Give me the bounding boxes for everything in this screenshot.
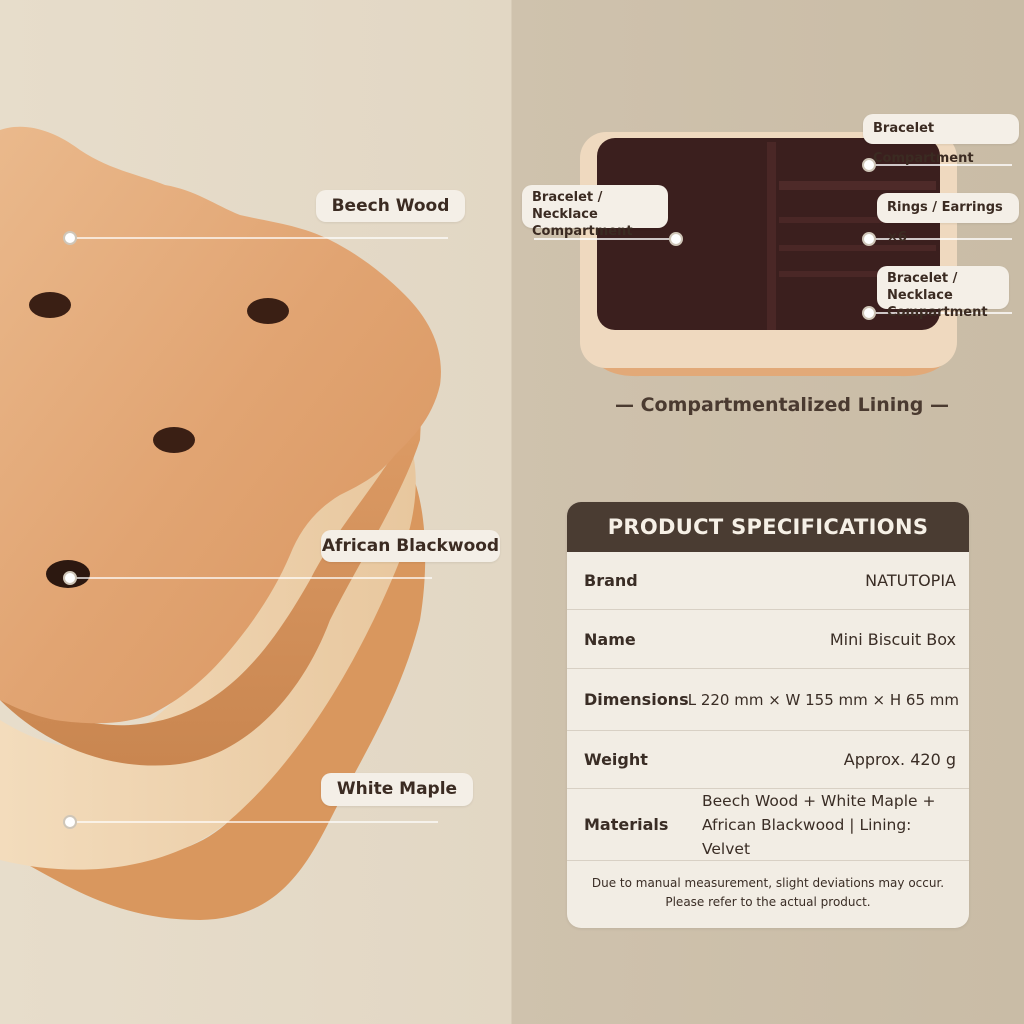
hole-2: [247, 298, 289, 324]
label-bracelet-necklace-right: Bracelet / Necklace Compartment: [877, 266, 1009, 320]
spec-card: PRODUCT SPECIFICATIONS Brand NATUTOPIA N…: [567, 502, 969, 928]
spec-label: Brand: [584, 571, 638, 590]
hole-1: [29, 292, 71, 318]
label-beech-wood: Beech Wood: [316, 190, 465, 222]
biscuit-box-illustration: [0, 126, 441, 920]
spec-row-weight: Weight Approx. 420 g: [567, 731, 969, 789]
spec-value: L 220 mm × W 155 mm × H 65 mm: [687, 690, 959, 709]
spec-row-materials: Materials Beech Wood + White Maple + Afr…: [567, 789, 969, 861]
maple-body: [0, 450, 416, 870]
spec-label: Name: [584, 629, 636, 649]
spec-label: Weight: [584, 750, 648, 769]
spec-value: Mini Biscuit Box: [829, 629, 956, 649]
lining-caption: — Compartmentalized Lining —: [615, 394, 949, 416]
bottom-plate: [0, 470, 426, 920]
product-photo-panel: Beech Wood African Blackwood White Maple: [0, 126, 500, 920]
spec-row-brand: Brand NATUTOPIA: [567, 552, 969, 610]
spec-title: PRODUCT SPECIFICATIONS: [567, 502, 969, 552]
hole-3: [153, 427, 195, 453]
label-african-blackwood: African Blackwood: [321, 530, 500, 562]
note-line-2: Please refer to the actual product.: [665, 895, 871, 909]
spec-value: Beech Wood + White Maple + African Black…: [702, 791, 936, 858]
spec-label: Dimensions: [584, 690, 689, 709]
label-bracelet-compartment: Bracelet Compartment: [863, 114, 1019, 166]
spec-row-dimensions: Dimensions L 220 mm × W 155 mm × H 65 mm: [567, 669, 969, 731]
spec-value: Approx. 420 g: [843, 750, 956, 769]
lid-top: [0, 126, 441, 724]
label-white-maple: White Maple: [321, 773, 473, 806]
spec-value: NATUTOPIA: [865, 571, 956, 590]
label-bracelet-necklace-left: Bracelet / Necklace Compartment: [522, 185, 668, 239]
spec-row-name: Name Mini Biscuit Box: [567, 610, 969, 669]
lid-side: [0, 400, 422, 766]
label-rings-earrings: Rings / Earrings ×6: [877, 193, 1019, 245]
spec-label: Materials: [584, 815, 669, 834]
measurement-note: Due to manual measurement, slight deviat…: [567, 874, 969, 912]
note-line-1: Due to manual measurement, slight deviat…: [591, 876, 945, 890]
